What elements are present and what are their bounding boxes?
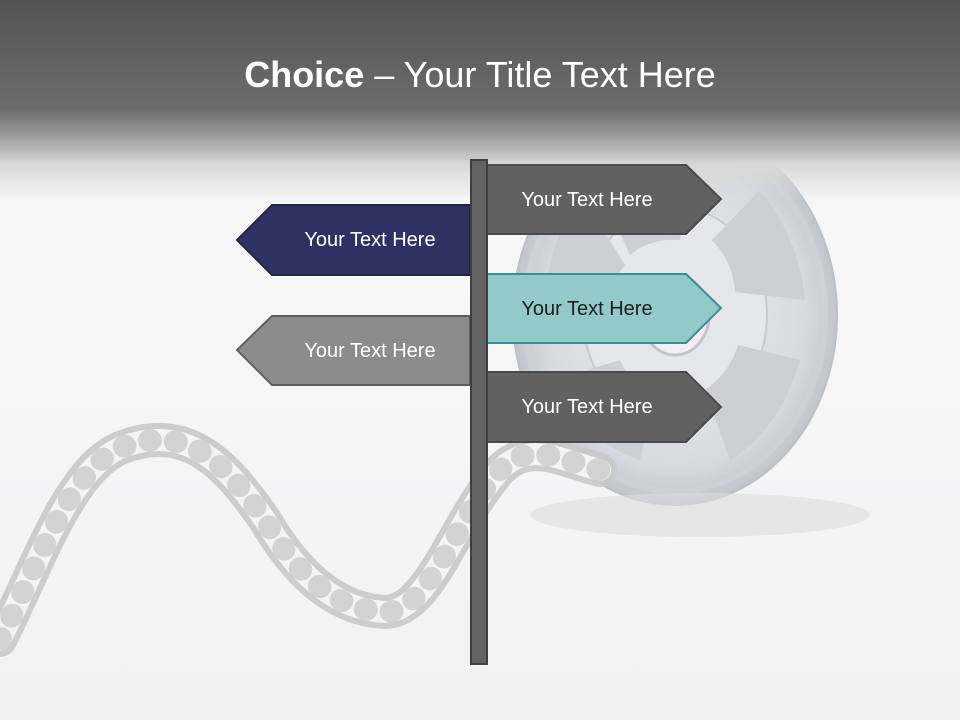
slide-title: Choice – Your Title Text Here (0, 52, 960, 98)
sign-4-label: Your Text Here (304, 340, 436, 362)
sign-2-label: Your Text Here (304, 229, 436, 251)
title-rest: – Your Title Text Here (364, 54, 716, 95)
film-strip-icon (0, 422, 617, 657)
title-bold: Choice (244, 54, 365, 95)
sign-post (470, 159, 488, 665)
sign-3-label: Your Text Here (521, 298, 653, 320)
sign-1-label: Your Text Here (521, 189, 653, 211)
sign-5-label: Your Text Here (521, 396, 653, 418)
